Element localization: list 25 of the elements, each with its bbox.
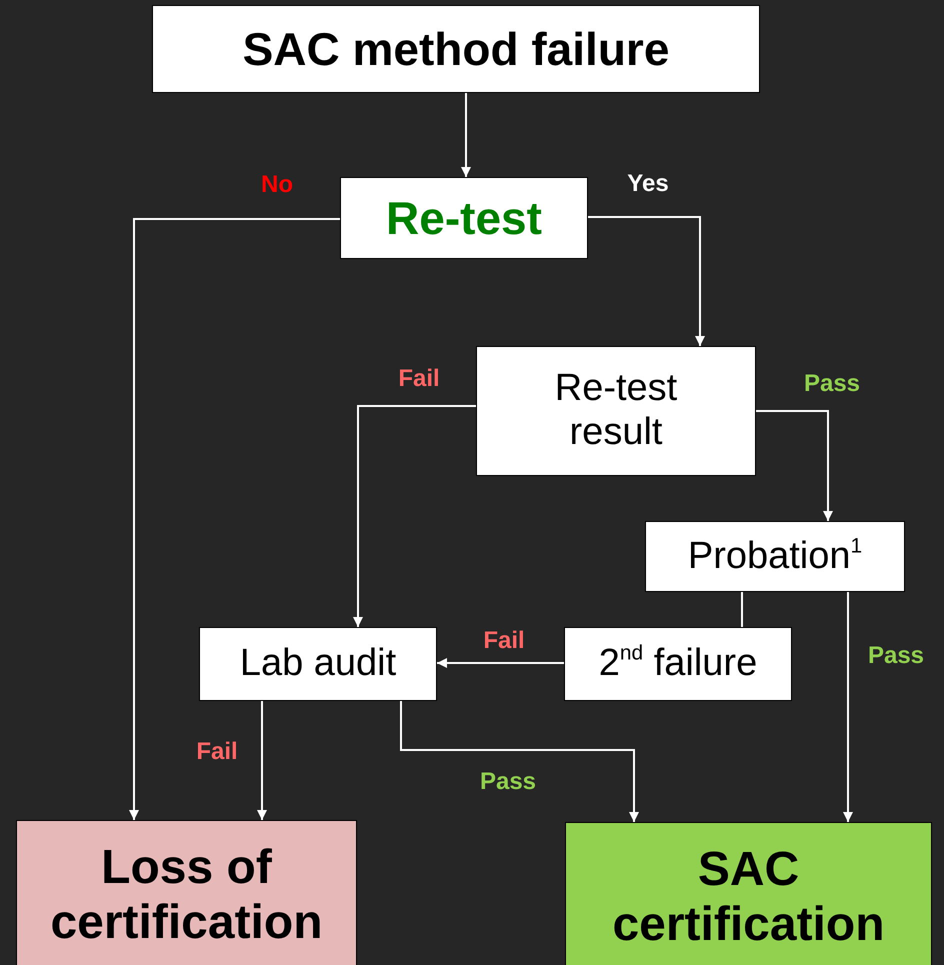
arrow — [257, 701, 267, 820]
process-box — [476, 346, 756, 476]
arrow — [129, 218, 340, 820]
outcome-box — [16, 820, 357, 965]
node-text: Re-test — [386, 192, 542, 244]
process-box — [199, 627, 437, 701]
process-box — [564, 627, 792, 701]
node-text: 2$^{nd}$ failure — [598, 642, 758, 686]
outcome-box — [565, 822, 932, 965]
arrow — [461, 93, 471, 177]
node-text: SAC certification — [611, 842, 886, 952]
node-text: Lab audit — [240, 642, 396, 686]
arrow — [843, 592, 853, 822]
process-box — [645, 521, 905, 592]
process-box — [340, 177, 588, 259]
arrow — [437, 658, 564, 668]
process-box — [152, 5, 760, 93]
arrow — [588, 216, 705, 346]
node-text: Loss of certification — [49, 840, 324, 950]
arrow — [353, 405, 476, 627]
node-text: Re-test result — [554, 367, 678, 455]
node-text: SAC method failure — [242, 22, 670, 76]
arrow — [756, 410, 833, 521]
node-text: Probation$^{1}$ — [688, 534, 862, 578]
arrow — [400, 701, 639, 822]
